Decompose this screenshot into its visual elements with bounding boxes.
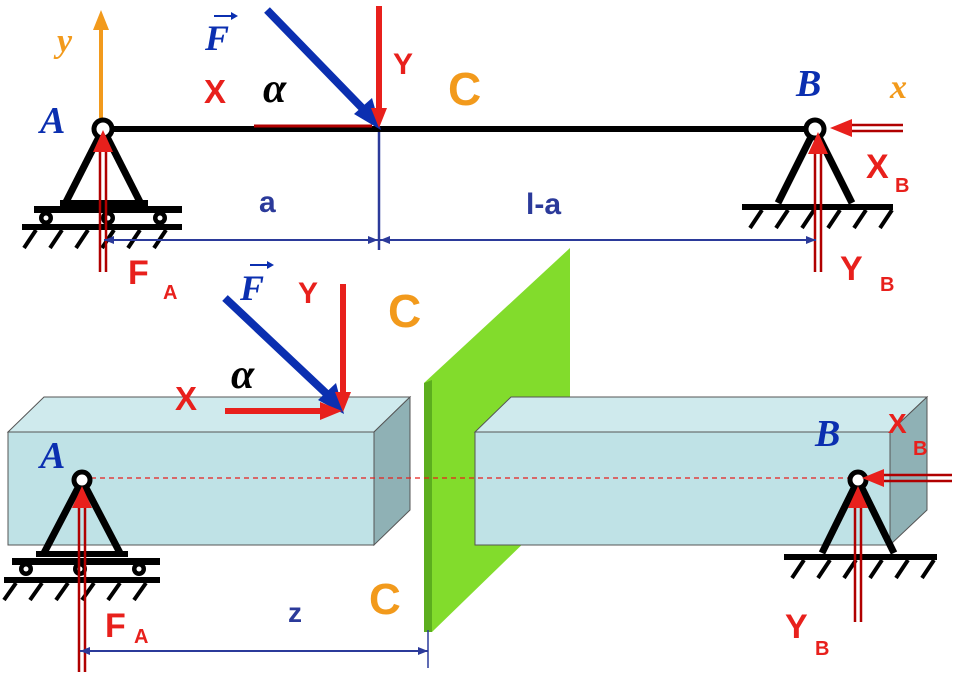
right-beam-block (473, 395, 929, 547)
bottom-point-b-label: B (814, 413, 840, 455)
bottom-y-label: Y (298, 277, 318, 310)
svg-text:B: B (895, 175, 909, 197)
bottom-diagram: F Y C α X A B X B C z F A Y B (2, 248, 952, 672)
top-point-a-label: A (38, 100, 65, 142)
top-diagram: y x F X Y α C A B a l-a F A X B Y B (22, 6, 909, 304)
bottom-reaction-fa-arrow (72, 486, 92, 672)
bottom-dimension-line (80, 630, 429, 668)
top-reaction-xb-arrow (830, 119, 903, 137)
top-y-label: Y (393, 48, 413, 81)
svg-text:A: A (134, 626, 148, 648)
top-dimension-line (104, 236, 816, 244)
svg-text:B: B (913, 438, 927, 460)
top-force-f-label: F (204, 12, 238, 58)
top-reaction-yb-label: Y B (840, 250, 894, 296)
bottom-force-y-arrow (335, 284, 351, 412)
bottom-point-a-label: A (38, 435, 65, 477)
top-dimension-la-label: l-a (526, 188, 561, 221)
svg-text:X: X (866, 148, 889, 186)
bottom-reaction-yb-arrow (848, 486, 868, 622)
svg-text:B: B (815, 638, 829, 660)
bottom-point-c-bottom-label: C (369, 575, 401, 624)
svg-text:X: X (888, 408, 907, 439)
svg-text:F: F (128, 254, 149, 292)
top-x-label: X (204, 73, 226, 110)
svg-text:F: F (204, 18, 229, 58)
bottom-force-f-label: F (239, 261, 274, 308)
bottom-force-f-arrow (222, 295, 344, 414)
top-y-axis-arrowhead (93, 10, 109, 30)
top-reaction-xb-label: X B (866, 148, 909, 197)
svg-text:Y: Y (785, 608, 808, 646)
svg-text:F: F (239, 268, 264, 308)
bottom-force-x-arrow (225, 402, 342, 420)
bottom-reaction-yb-label: Y B (785, 608, 829, 660)
bottom-reaction-xb-arrow (862, 469, 952, 487)
bottom-reaction-fa-label: F A (105, 607, 148, 648)
top-dimension-a-label: a (259, 186, 276, 219)
bottom-dimension-z-label: z (288, 597, 302, 628)
top-support-a (22, 117, 182, 250)
bottom-x-label: X (175, 380, 197, 417)
top-axis-x-label: x (889, 69, 907, 106)
top-force-y-arrow (371, 6, 387, 128)
svg-text:F: F (105, 607, 126, 645)
bottom-point-c-top-label: C (388, 285, 421, 337)
top-point-c-label: C (448, 63, 481, 115)
top-reaction-fa-arrow (93, 130, 113, 272)
top-alpha-label: α (263, 66, 287, 112)
top-force-f-arrow (264, 7, 381, 130)
svg-text:Y: Y (840, 250, 863, 288)
top-point-b-label: B (795, 63, 821, 105)
top-axis-y-label: y (53, 23, 73, 60)
bottom-reaction-xb-label: X B (888, 408, 927, 460)
bottom-alpha-label: α (231, 352, 255, 398)
top-reaction-fa-label: F A (128, 254, 177, 304)
top-reaction-yb-arrow (808, 132, 828, 272)
svg-text:B: B (880, 274, 894, 296)
left-beam-block (6, 395, 412, 547)
svg-text:A: A (163, 282, 177, 304)
